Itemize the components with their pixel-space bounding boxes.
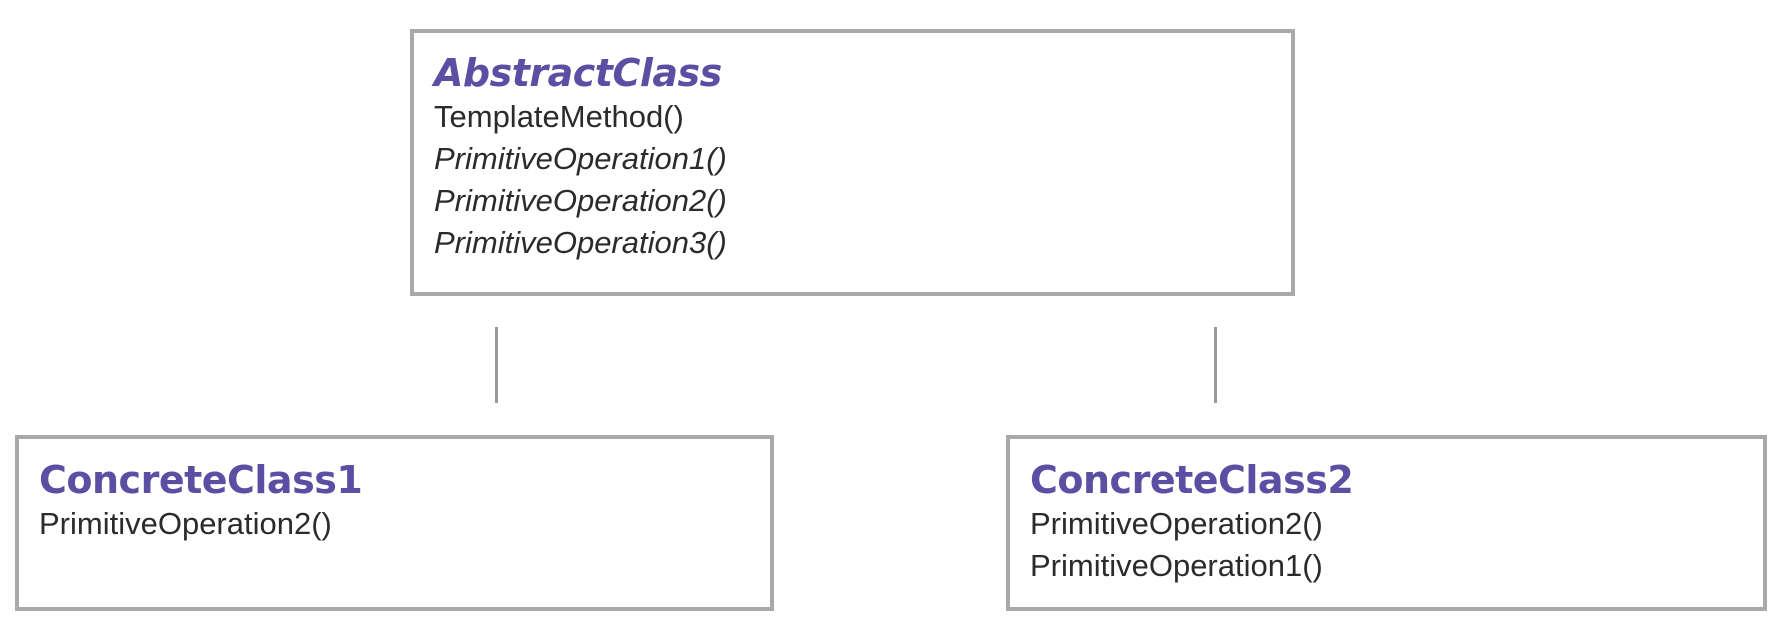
concrete-class1-box: ConcreteClass1 PrimitiveOperation2()	[15, 435, 774, 611]
concrete-class1-name: ConcreteClass1	[39, 458, 363, 502]
concrete-class2-primitive-operation2: PrimitiveOperation2()	[1030, 506, 1323, 541]
abstract-class-box: AbstractClass TemplateMethod() Primitive…	[410, 29, 1295, 296]
concrete-class1-primitive-operation2: PrimitiveOperation2()	[39, 506, 332, 541]
template-method-operation: TemplateMethod()	[434, 99, 684, 134]
inheritance-connector-right	[1214, 327, 1217, 403]
abstract-class-name: AbstractClass	[434, 51, 722, 95]
concrete-class2-box: ConcreteClass2 PrimitiveOperation2() Pri…	[1006, 435, 1767, 611]
primitive-operation1-abstract: PrimitiveOperation1()	[434, 141, 727, 176]
concrete-class2-primitive-operation1: PrimitiveOperation1()	[1030, 548, 1323, 583]
primitive-operation3-abstract: PrimitiveOperation3()	[434, 225, 727, 260]
primitive-operation2-abstract: PrimitiveOperation2()	[434, 183, 727, 218]
concrete-class2-name: ConcreteClass2	[1030, 458, 1354, 502]
inheritance-connector-left	[495, 327, 498, 403]
